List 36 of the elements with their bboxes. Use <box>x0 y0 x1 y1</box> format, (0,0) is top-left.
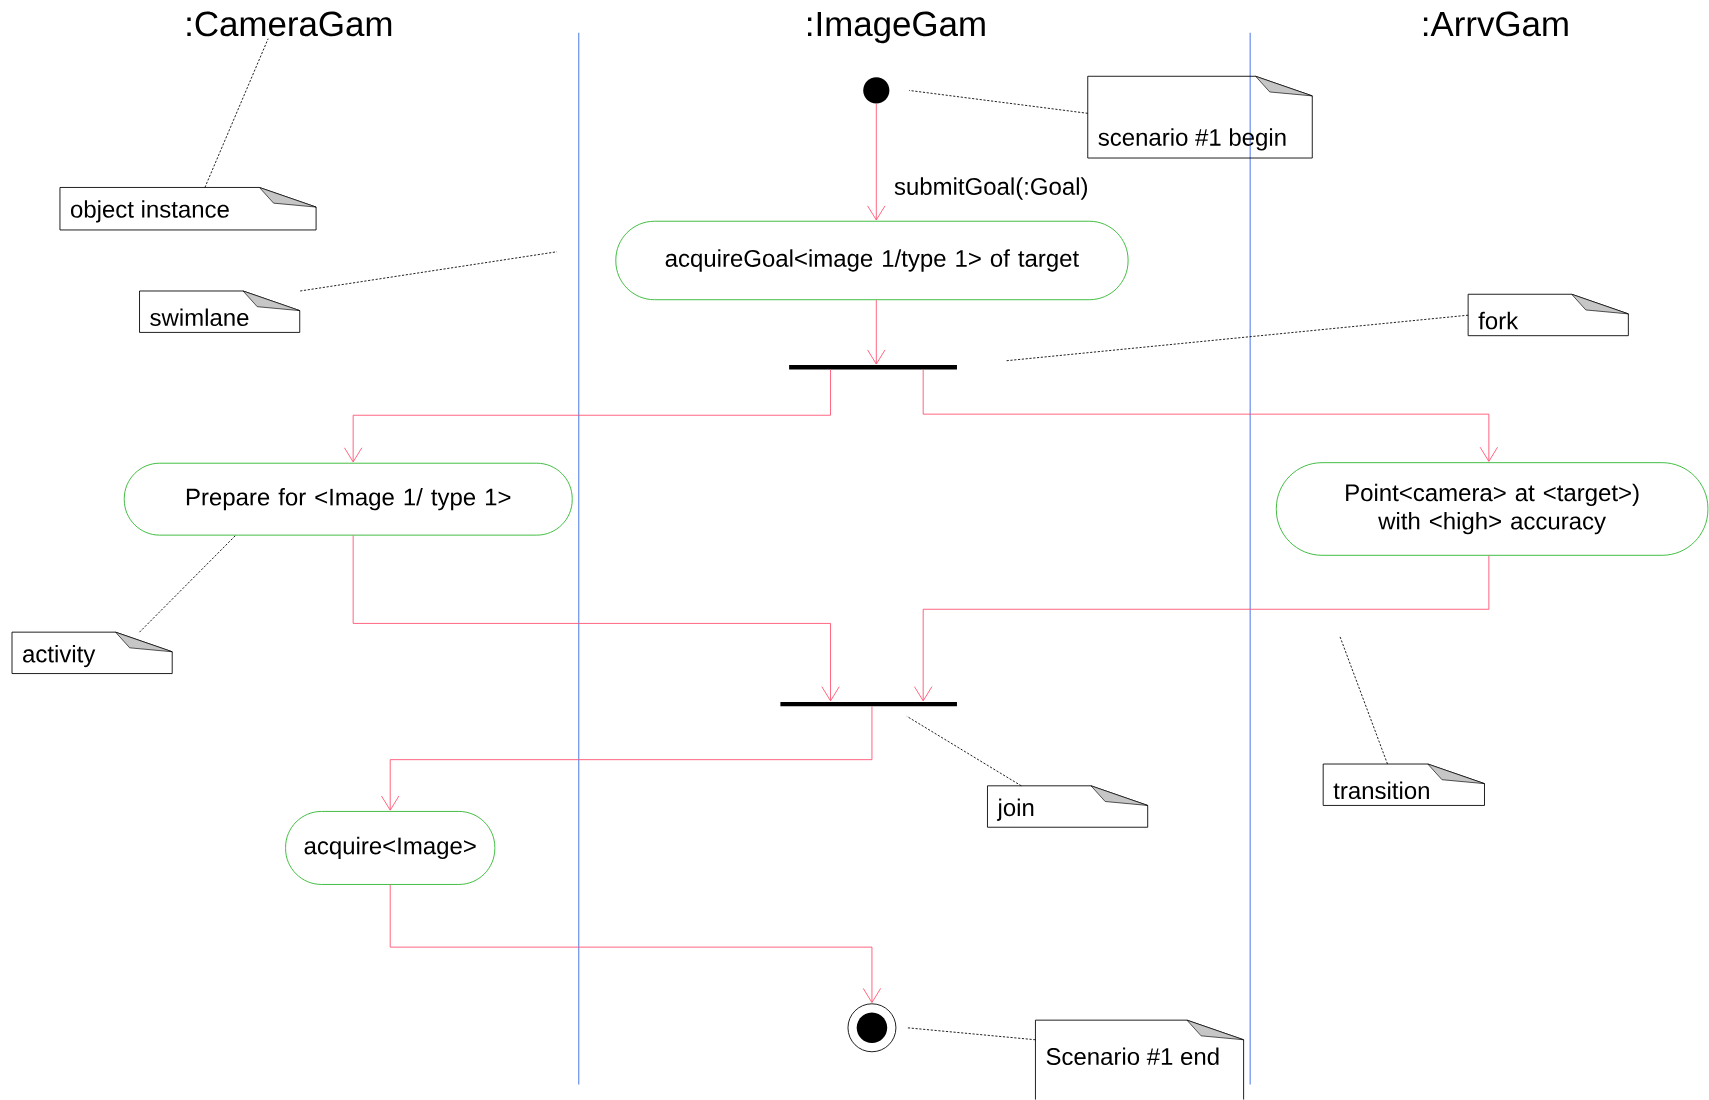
arrow <box>922 369 1498 462</box>
note: transition <box>1322 763 1485 806</box>
arrow <box>914 555 1490 702</box>
note: Scenario #1 end <box>1035 1019 1245 1100</box>
activity-box: Point<camera> at <target>) with <high> accuracy <box>1275 462 1709 556</box>
swimlane-title: :CameraGam <box>187 11 392 37</box>
leader-line <box>906 716 1022 787</box>
swimlane-title: :ArrvGam <box>1423 11 1568 37</box>
start-dot <box>863 77 890 104</box>
arrow <box>867 299 886 365</box>
arrow <box>389 884 882 1004</box>
activity-box: acquireGoal<image 1/type 1> of target <box>615 220 1129 301</box>
leader-line <box>1339 635 1388 765</box>
leader-line <box>1005 314 1469 362</box>
note: join <box>987 785 1149 828</box>
arrow <box>344 369 831 463</box>
leader-line <box>908 90 1089 114</box>
arrow <box>381 706 873 811</box>
arrow <box>352 535 840 702</box>
note: fork <box>1467 293 1629 337</box>
sync-bar <box>789 365 957 370</box>
note: scenario #1 begin <box>1087 76 1313 159</box>
sync-bar <box>780 702 957 707</box>
leader-line <box>299 251 558 292</box>
end-bullseye <box>847 1003 897 1053</box>
edge-label: submitGoal(:Goal) <box>892 176 1090 201</box>
note: object instance <box>59 187 317 231</box>
activity-box: Prepare for <Image 1/ type 1> <box>123 462 573 536</box>
note: swimlane <box>139 290 301 333</box>
swimlane-title: :ImageGam <box>808 11 985 44</box>
note: activity <box>11 631 173 675</box>
leader-line <box>906 1027 1036 1041</box>
leader-line <box>139 535 236 633</box>
arrow <box>867 103 886 221</box>
activity-box: acquire<Image> <box>285 811 496 886</box>
leader-line <box>204 38 269 189</box>
